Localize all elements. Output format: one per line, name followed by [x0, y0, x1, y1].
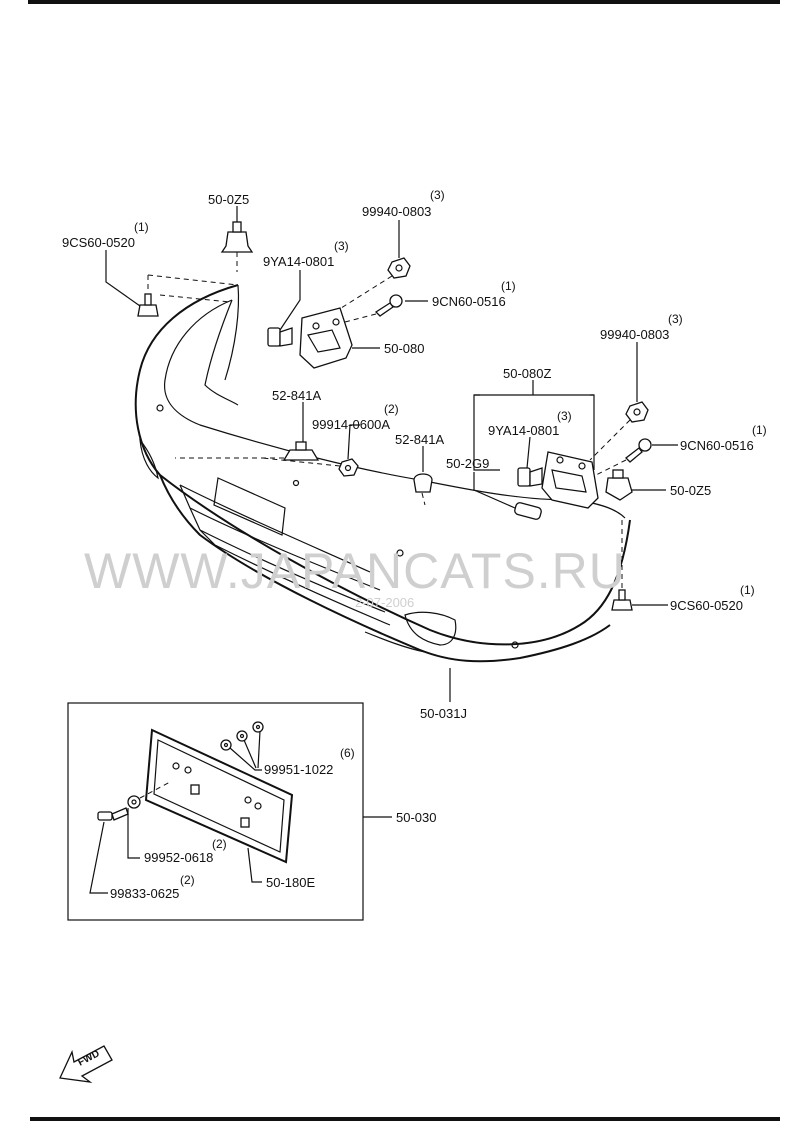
screw-9cn60-0516-upper-icon [344, 294, 403, 323]
nut-99940-0803-upper-icon [329, 257, 411, 316]
label-50-0z5-right: 50-0Z5 [670, 483, 711, 498]
qty-99940-0803-upper: (3) [430, 188, 445, 202]
clip-52-841a-right-icon [413, 473, 433, 506]
qty-9cs60-0520-lower: (1) [740, 583, 755, 597]
bottom-rule [30, 1117, 780, 1121]
clip-52-841a-left-icon [175, 441, 320, 461]
label-9ya14-0801-upper: 9YA14-0801 [263, 254, 334, 269]
label-99914-0600a: 99914-0600A [312, 417, 390, 432]
screw-99833-0625-icon [97, 807, 129, 821]
bumper-cover-drawing [134, 284, 631, 663]
bracket-50-080-icon [299, 307, 353, 369]
qty-99914-0600a: (2) [384, 402, 399, 416]
label-99940-0803-upper: 99940-0803 [362, 204, 431, 219]
qty-99833-0625: (2) [180, 873, 195, 887]
screw-9cn60-0516-right-icon [595, 438, 652, 476]
label-50-030: 50-030 [396, 810, 436, 825]
qty-99952-0618: (2) [212, 837, 227, 851]
label-9cn60-0516-upper: 9CN60-0516 [432, 294, 506, 309]
label-50-0z5-upper: 50-0Z5 [208, 192, 249, 207]
label-9ya14-0801-right: 9YA14-0801 [488, 423, 559, 438]
qty-9ya14-0801-right: (3) [557, 409, 572, 423]
part-labels: 50-0Z5 (3) 99940-0803 (1) 9CS60-0520 (3)… [62, 188, 767, 901]
license-plate-bracket-icon [144, 728, 294, 864]
nut-99914-0600a-icon [261, 457, 359, 477]
qty-99940-0803-right: (3) [668, 312, 683, 326]
label-99952-0618: 99952-0618 [144, 850, 213, 865]
qty-99951-1022: (6) [340, 746, 355, 760]
forward-arrow-icon: FWD [59, 1045, 113, 1083]
pad-50-2g9-icon [514, 502, 542, 520]
bracket-50-080z-icon [541, 451, 599, 509]
label-50-180e: 50-180E [266, 875, 315, 890]
leader-lines [105, 206, 678, 702]
label-52-841a-right: 52-841A [395, 432, 444, 447]
inset-frame [67, 702, 364, 921]
clip-50-0z5-right-icon [605, 469, 633, 501]
clip-9ya14-0801-right-icon [517, 467, 543, 487]
label-50-2g9: 50-2G9 [446, 456, 489, 471]
label-99940-0803-right: 99940-0803 [600, 327, 669, 342]
label-52-841a-left: 52-841A [272, 388, 321, 403]
label-50-031j: 50-031J [420, 706, 467, 721]
watermark-site: WWW.JAPANCATS.RU [84, 543, 626, 599]
qty-9ya14-0801-upper: (3) [334, 239, 349, 253]
qty-9cs60-0520-upper: (1) [134, 220, 149, 234]
label-9cn60-0516-right: 9CN60-0516 [680, 438, 754, 453]
washer-99952-0618-icon [127, 781, 171, 809]
nut-99940-0803-right-icon [589, 401, 649, 461]
qty-9cn60-0516-upper: (1) [501, 279, 516, 293]
screw-9cs60-0520-lower-icon [611, 520, 633, 611]
label-9cs60-0520-lower: 9CS60-0520 [670, 598, 743, 613]
qty-9cn60-0516-right: (1) [752, 423, 767, 437]
label-50-080: 50-080 [384, 341, 424, 356]
label-99951-1022: 99951-1022 [264, 762, 333, 777]
clip-50-0z5-upper-icon [220, 221, 254, 272]
screw-9cs60-0520-upper-icon [137, 274, 239, 317]
label-99833-0625: 99833-0625 [110, 886, 179, 901]
washer-99951-1022-icon [220, 721, 264, 751]
clip-9ya14-0801-upper-icon [267, 327, 293, 347]
label-50-080z: 50-080Z [503, 366, 551, 381]
watermark-date: 2-07-2006 [355, 595, 414, 610]
top-rule [28, 0, 780, 4]
label-9cs60-0520-upper: 9CS60-0520 [62, 235, 135, 250]
license-plate-inset [67, 702, 392, 921]
